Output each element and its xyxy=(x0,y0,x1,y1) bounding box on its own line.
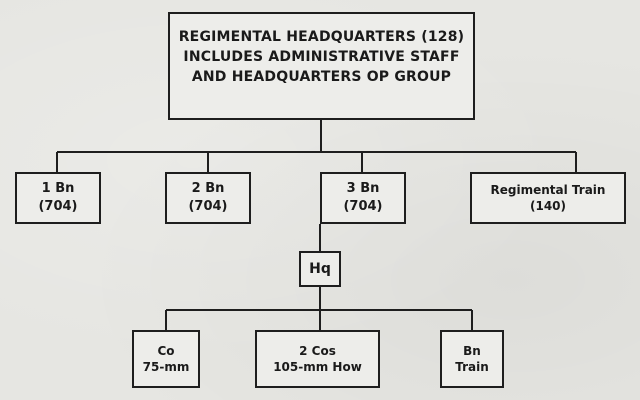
regimental-train-box: Regimental Train (140) xyxy=(470,172,626,224)
battalion-3-strength: (704) xyxy=(343,199,383,214)
root-line-3: AND HEADQUARTERS OP GROUP xyxy=(191,69,452,86)
company-75mm-weapon: 75-mm xyxy=(142,360,190,374)
battalion-1-name: 1 Bn xyxy=(41,181,75,197)
battalion-train-name: Bn xyxy=(463,343,481,358)
battalion-3-box: 3 Bn (704) xyxy=(320,172,406,224)
company-75mm-name: Co xyxy=(157,343,175,358)
battalion-train-label: Train xyxy=(455,360,489,374)
companies-105mm-box: 2 Cos 105-mm How xyxy=(255,330,380,388)
companies-105mm-name: 2 Cos xyxy=(299,343,336,358)
regimental-train-strength: (140) xyxy=(529,199,567,213)
battalion-1-box: 1 Bn (704) xyxy=(15,172,101,224)
battalion-2-strength: (704) xyxy=(188,199,228,214)
battalion-train-box: Bn Train xyxy=(440,330,504,388)
regimental-headquarters-box: REGIMENTAL HEADQUARTERS (128) INCLUDES A… xyxy=(168,12,475,120)
root-line-1: REGIMENTAL HEADQUARTERS (128) xyxy=(178,28,465,45)
battalion-3-name: 3 Bn xyxy=(346,181,380,197)
battalion-2-box: 2 Bn (704) xyxy=(165,172,251,224)
company-75mm-box: Co 75-mm xyxy=(132,330,200,388)
companies-105mm-weapon: 105-mm How xyxy=(273,360,362,374)
regimental-train-name: Regimental Train xyxy=(490,182,606,197)
battalion-hq-label: Hq xyxy=(309,260,331,277)
battalion-1-strength: (704) xyxy=(38,199,78,214)
root-line-2: INCLUDES ADMINISTRATIVE STAFF xyxy=(183,48,460,65)
battalion-2-name: 2 Bn xyxy=(191,181,225,197)
battalion-hq-box: Hq xyxy=(299,251,341,287)
